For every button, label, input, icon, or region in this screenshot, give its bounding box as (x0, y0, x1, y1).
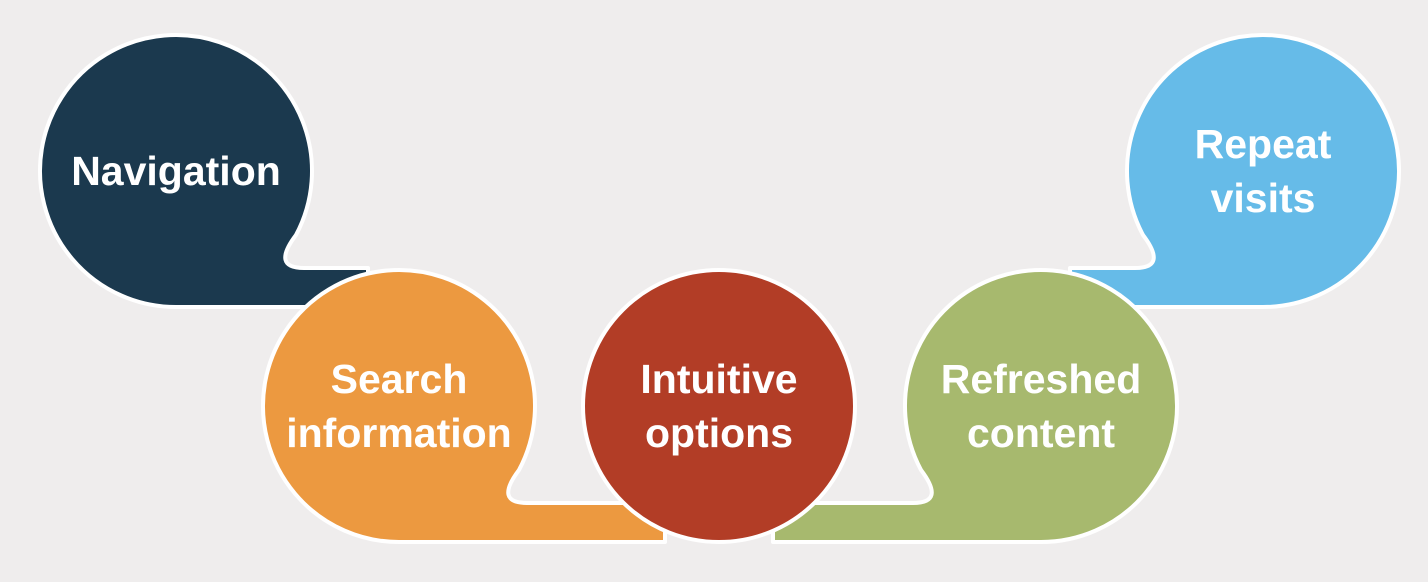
bubble-shape-repeat-visits (1068, 33, 1401, 309)
bubble-shape-refreshed-content (771, 268, 1179, 544)
bubble-shape-search-information (261, 268, 667, 544)
bubble-shape-navigation (38, 33, 370, 309)
bubble-shape-intuitive-options (581, 268, 857, 544)
